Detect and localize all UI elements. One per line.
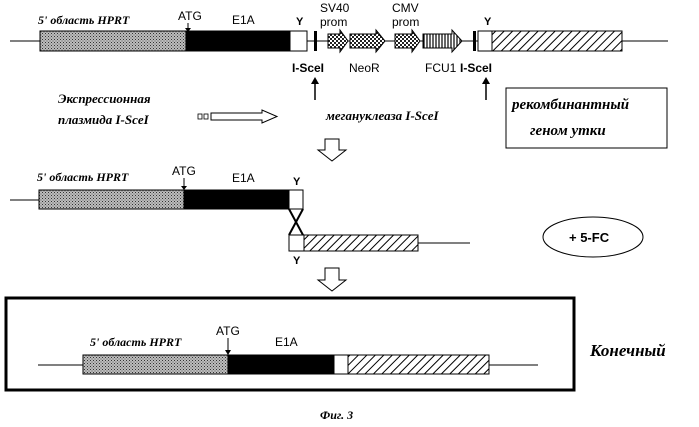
y-label-4: Y bbox=[293, 255, 301, 267]
loxp-box-5 bbox=[334, 355, 348, 374]
downstream-block-3 bbox=[348, 355, 489, 374]
down-arrow-2 bbox=[318, 268, 346, 291]
hprt-label-3: 5' область HPRT bbox=[90, 335, 182, 349]
fcu1-label: FCU1 bbox=[425, 61, 457, 75]
isce1-site-right bbox=[473, 31, 476, 51]
downstream-block-2 bbox=[304, 235, 418, 251]
e1a-block-3 bbox=[228, 355, 334, 374]
loxp-box-1 bbox=[290, 31, 307, 51]
meganuclease-label: мегануклеаза I-SceI bbox=[325, 108, 440, 123]
sv40-prom-label: prom bbox=[320, 15, 347, 29]
hprt-label-1: 5' область HPRT bbox=[38, 13, 130, 27]
recombinant-construct: 5' область HPRT ATG E1A Y SV40 prom CMV … bbox=[10, 1, 668, 100]
y-label-3: Y bbox=[293, 176, 301, 188]
hprt-region-block-2 bbox=[39, 190, 184, 209]
loxp-box-3 bbox=[289, 190, 303, 209]
five-fc-label: + 5-FC bbox=[569, 230, 610, 245]
loxp-box-4 bbox=[289, 235, 304, 251]
plasmid-arrow bbox=[198, 110, 277, 123]
sv40-promoter-arrow bbox=[328, 30, 348, 52]
neor-arrow bbox=[350, 30, 385, 52]
e1a-label-1: E1A bbox=[232, 13, 255, 27]
downstream-block-1 bbox=[492, 31, 622, 51]
cmv-promoter-arrow bbox=[395, 30, 420, 52]
expression-plasmid-line2: плазмида I-SceI bbox=[58, 112, 150, 127]
atg-label-3: ATG bbox=[216, 324, 240, 338]
isce1-label-right: I-SceI bbox=[460, 61, 492, 75]
hprt-region-block-1 bbox=[40, 31, 186, 51]
final-label: Конечный bbox=[589, 341, 666, 360]
y-label-1: Y bbox=[296, 16, 304, 28]
e1a-block-1 bbox=[186, 31, 290, 51]
y-label-2: Y bbox=[484, 16, 492, 28]
isce1-label-left: I-SceI bbox=[292, 61, 324, 75]
recombinant-line2: геном утки bbox=[530, 123, 606, 139]
loxp-box-2 bbox=[478, 31, 492, 51]
fcu1-arrow bbox=[423, 30, 462, 52]
down-arrow-1 bbox=[318, 139, 346, 161]
intermediate-construct: 5' область HPRT ATG E1A Y Y bbox=[10, 164, 470, 267]
cmv-label: CMV bbox=[392, 1, 419, 15]
sv40-label: SV40 bbox=[320, 1, 350, 15]
recombinant-line1: рекомбинантный bbox=[510, 97, 629, 113]
hprt-region-block-3 bbox=[83, 355, 228, 374]
expression-plasmid-line1: Экспрессионная bbox=[58, 91, 151, 106]
e1a-block-2 bbox=[184, 190, 289, 209]
cmv-prom-label: prom bbox=[392, 15, 419, 29]
e1a-label-2: E1A bbox=[232, 171, 255, 185]
atg-label-2: ATG bbox=[172, 164, 196, 178]
isce1-site-left bbox=[314, 31, 317, 51]
figure-caption: Фиг. 3 bbox=[320, 408, 353, 422]
atg-label-1: ATG bbox=[178, 9, 202, 23]
e1a-label-3: E1A bbox=[275, 335, 298, 349]
neor-label: NeoR bbox=[349, 61, 380, 75]
hprt-label-2: 5' область HPRT bbox=[37, 170, 129, 184]
